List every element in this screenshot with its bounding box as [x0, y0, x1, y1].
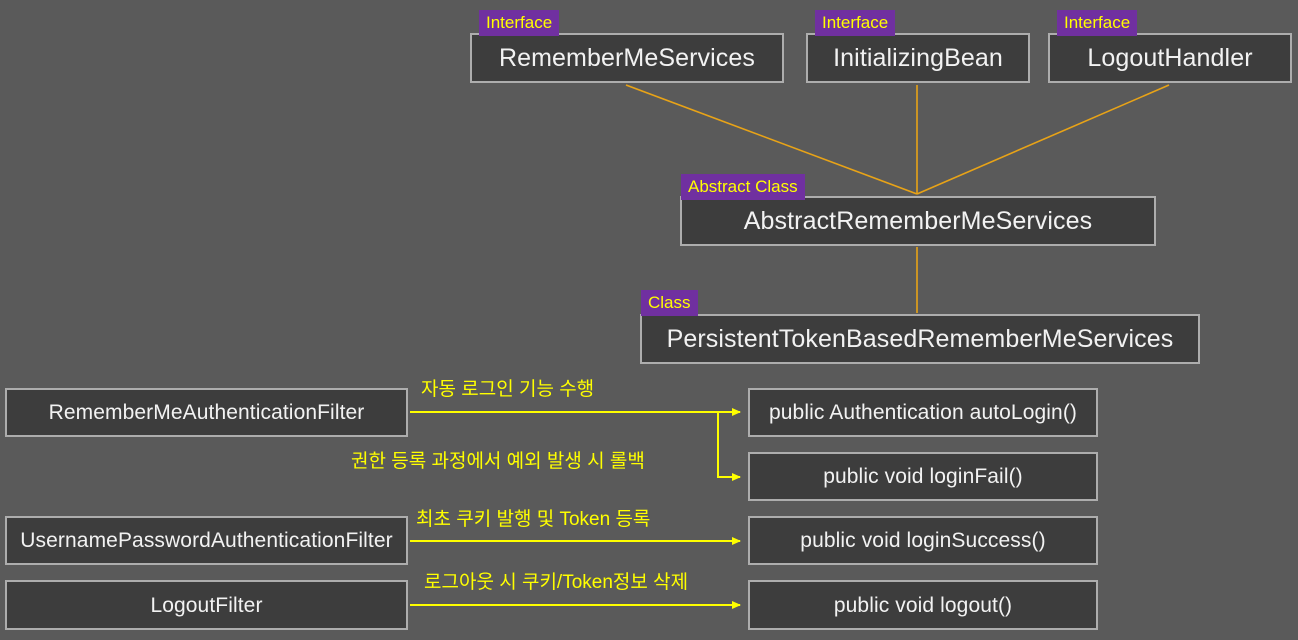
edge-loginfail-arrow — [717, 412, 741, 481]
node-persistenttokenbasedremembermeservices[interactable]: PersistentTokenBasedRememberMeServices — [640, 314, 1200, 364]
node-abstractremembermeservices-label: AbstractRememberMeServices — [743, 206, 1093, 235]
node-abstractremembermeservices[interactable]: AbstractRememberMeServices — [680, 196, 1156, 246]
edge-logouthandler — [916, 84, 1170, 195]
node-initializingbean[interactable]: InitializingBean — [806, 33, 1030, 83]
node-method-logout[interactable]: public void logout() — [748, 580, 1098, 630]
badge-class: Class — [641, 290, 698, 316]
edge-label-loginfail: 권한 등록 과정에서 예외 발생 시 롤백 — [351, 451, 645, 472]
node-logouthandler[interactable]: LogoutHandler — [1048, 33, 1292, 83]
node-logouthandler-label: LogoutHandler — [1087, 43, 1253, 72]
node-method-loginfail-label: public void loginFail() — [823, 465, 1023, 488]
node-method-logout-label: public void logout() — [833, 593, 1013, 617]
node-logoutfilter-label: LogoutFilter — [150, 593, 263, 617]
node-initializingbean-label: InitializingBean — [833, 43, 1003, 72]
node-method-autologin[interactable]: public Authentication autoLogin() — [748, 388, 1098, 437]
node-remembermeauthenticationfilter[interactable]: RememberMeAuthenticationFilter — [5, 388, 408, 437]
badge-interface-logouthandler: Interface — [1057, 10, 1138, 36]
node-usernamepasswordauthenticationfilter[interactable]: UsernamePasswordAuthenticationFilter — [5, 516, 408, 565]
node-method-loginsuccess[interactable]: public void loginSuccess() — [748, 516, 1098, 565]
edge-label-loginsuccess: 최초 쿠키 발행 및 Token 등록 — [416, 509, 651, 530]
node-method-autologin-label: public Authentication autoLogin() — [768, 401, 1077, 424]
node-method-loginfail[interactable]: public void loginFail() — [748, 452, 1098, 501]
node-usernamepasswordauthenticationfilter-label: UsernamePasswordAuthenticationFilter — [20, 529, 393, 552]
badge-abstract-class: Abstract Class — [681, 174, 805, 200]
node-persistenttokenbasedremembermeservices-label: PersistentTokenBasedRememberMeServices — [666, 324, 1174, 353]
node-method-loginsuccess-label: public void loginSuccess() — [800, 529, 1046, 552]
edge-label-autologin: 자동 로그인 기능 수행 — [421, 379, 595, 400]
node-remembermeservices-label: RememberMeServices — [498, 43, 756, 72]
node-remembermeservices[interactable]: RememberMeServices — [470, 33, 784, 83]
node-logoutfilter[interactable]: LogoutFilter — [5, 580, 408, 630]
edge-label-logout: 로그아웃 시 쿠키/Token정보 삭제 — [424, 572, 689, 593]
badge-interface-initializingbean: Interface — [815, 10, 896, 36]
node-remembermeauthenticationfilter-label: RememberMeAuthenticationFilter — [48, 401, 365, 424]
badge-interface-remembermeservices: Interface — [479, 10, 560, 36]
